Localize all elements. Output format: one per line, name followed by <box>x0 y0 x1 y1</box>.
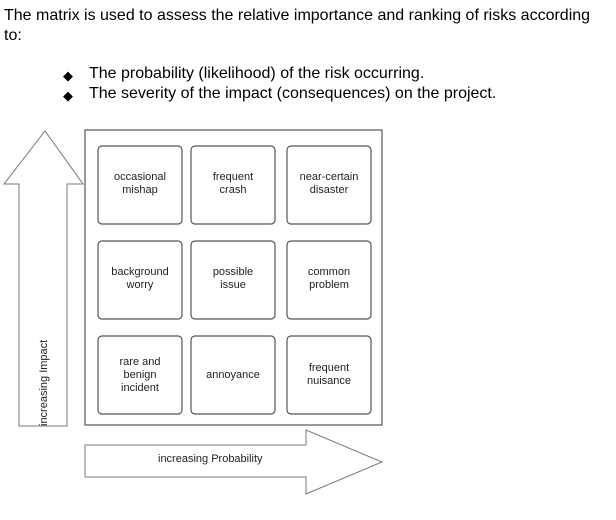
matrix-cell-label-line: problem <box>309 279 349 291</box>
diamond-bullet-icon: ◆ <box>63 68 73 83</box>
criteria-list: ◆ The probability (likelihood) of the ris… <box>62 64 496 104</box>
matrix-cell-label-line: benign <box>123 368 157 381</box>
matrix-cell-label-line: mishap <box>122 184 158 196</box>
matrix-cell-label-line: nuisance <box>306 375 352 387</box>
matrix-cell-label-line: near-certain <box>299 171 359 183</box>
probability-axis-label: increasing Probability <box>158 453 263 465</box>
matrix-cell-label-line: possible <box>212 266 254 278</box>
matrix-cells <box>97 145 372 415</box>
diamond-bullet-icon: ◆ <box>63 88 73 103</box>
matrix-cell-label-line: rare and <box>119 355 161 368</box>
matrix-cell-label: annoyance <box>191 369 275 382</box>
matrix-cell <box>286 335 372 415</box>
matrix-cell-label-line: frequent <box>308 362 350 374</box>
intro-paragraph: The matrix is used to assess the relativ… <box>4 7 591 44</box>
matrix-cell-label-line: occasional <box>114 171 166 183</box>
matrix-cell <box>286 145 372 225</box>
list-item-text: The probability (likelihood) of the risk… <box>89 65 425 82</box>
matrix-cell <box>97 145 183 225</box>
matrix-cell-label-line: disaster <box>309 184 349 196</box>
list-item: ◆ The probability (likelihood) of the ris… <box>62 64 496 84</box>
impact-axis-label: increasing Impact <box>38 340 50 426</box>
list-item: ◆ The severity of the impact (consequence… <box>62 84 496 104</box>
matrix-cell-label-line: crash <box>219 184 247 196</box>
probability-arrow <box>84 429 384 495</box>
matrix-cell-label-line: annoyance <box>206 368 260 381</box>
matrix-cell <box>97 335 183 415</box>
matrix-cell <box>190 145 276 225</box>
impact-arrow <box>2 130 84 427</box>
matrix-cell-label-line: incident <box>121 381 159 394</box>
matrix-cell-label-line: worry <box>126 279 154 291</box>
matrix-cell-label-line: background <box>111 266 169 278</box>
matrix-cell <box>190 240 276 320</box>
matrix-cell-label-line: issue <box>220 279 246 291</box>
matrix-cell <box>190 335 276 415</box>
matrix-cell <box>286 240 372 320</box>
matrix-cell-label-line: frequent <box>212 171 254 183</box>
matrix-cell <box>97 240 183 320</box>
matrix-cell-label-line: common <box>307 266 351 278</box>
list-item-text: The severity of the impact (consequences… <box>89 85 497 102</box>
